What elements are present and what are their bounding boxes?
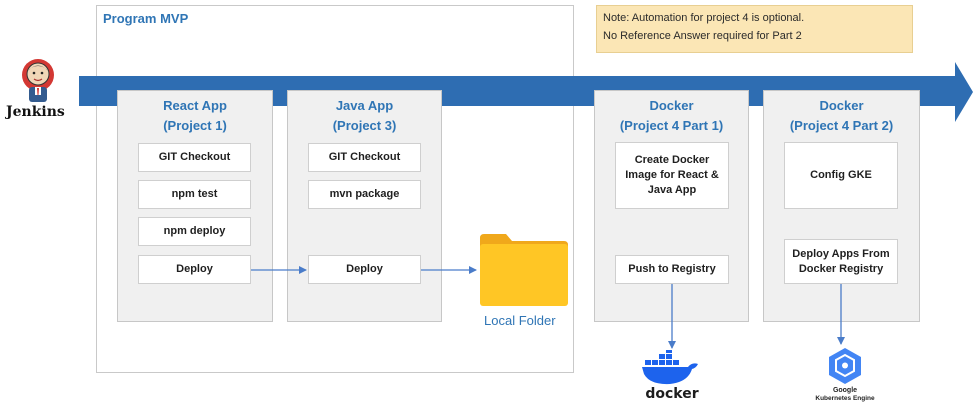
docker1-step-push-registry: Push to Registry xyxy=(615,255,729,284)
local-folder-label: Local Folder xyxy=(484,313,556,328)
react-step-npm-deploy: npm deploy xyxy=(138,217,251,246)
note-box: Note: Automation for project 4 is option… xyxy=(596,5,913,53)
react-step-deploy: Deploy xyxy=(138,255,251,284)
docker1-panel-title-1: Docker xyxy=(649,98,694,113)
docker2-panel-title-1: Docker xyxy=(819,98,864,113)
gke-label-line2: Kubernetes Engine xyxy=(815,395,875,402)
docker1-step-create-image: Create Docker Image for React & Java App xyxy=(615,142,729,209)
docker-wordmark: docker xyxy=(645,386,698,400)
program-mvp-title: Program MVP xyxy=(103,11,189,26)
java-step-mvn-package: mvn package xyxy=(308,180,421,209)
java-panel-title-1: Java App xyxy=(335,98,394,113)
java-step-git-checkout: GIT Checkout xyxy=(308,143,421,172)
react-step-npm-test: npm test xyxy=(138,180,251,209)
react-step-git-checkout: GIT Checkout xyxy=(138,143,251,172)
note-line-1: Note: Automation for project 4 is option… xyxy=(603,12,805,24)
gke-hexagon-icon: Google Kubernetes Engine xyxy=(815,348,875,402)
gke-label-line1: Google xyxy=(833,387,857,394)
jenkins-logo xyxy=(22,59,54,102)
react-panel-title-2: (Project 1) xyxy=(163,118,227,133)
docker2-panel-title-2: (Project 4 Part 2) xyxy=(789,118,894,133)
react-panel-title-1: React App xyxy=(163,98,227,113)
docker2-step-config-gke: Config GKE xyxy=(784,142,898,209)
java-step-deploy: Deploy xyxy=(308,255,421,284)
docker2-step-deploy-apps: Deploy Apps From Docker Registry xyxy=(784,239,898,284)
docker1-panel-title-2: (Project 4 Part 1) xyxy=(619,118,724,133)
jenkins-label: Jenkins xyxy=(6,104,65,120)
pipeline-arrow xyxy=(79,62,973,122)
folder-icon xyxy=(480,234,568,306)
docker-whale-icon: docker xyxy=(642,350,699,400)
java-panel-title-2: (Project 3) xyxy=(332,118,397,133)
note-line-2: No Reference Answer required for Part 2 xyxy=(603,30,802,42)
